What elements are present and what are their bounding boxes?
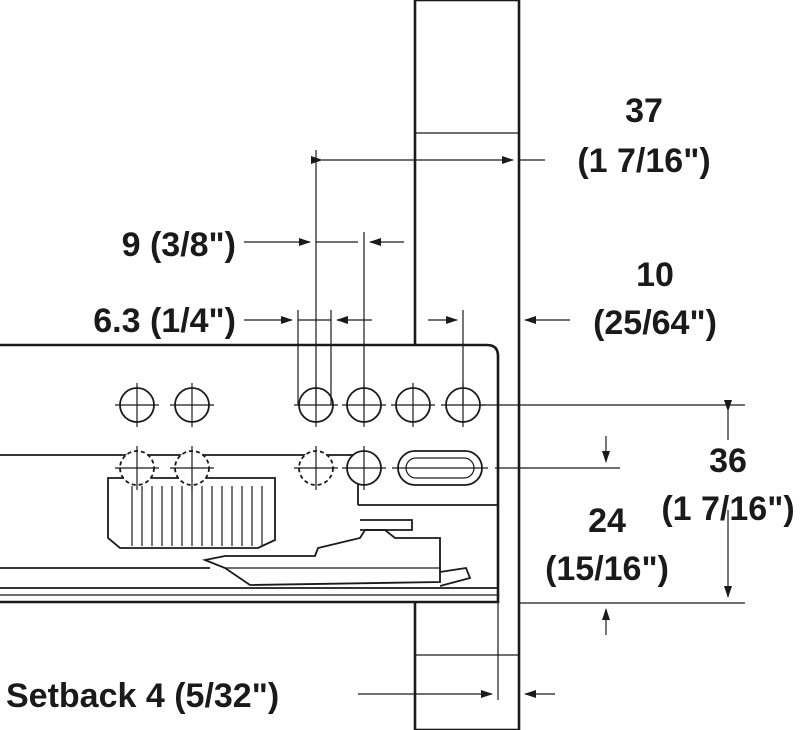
hole-row1-1 [115, 383, 159, 427]
dim-36-value: 36 [709, 442, 747, 480]
hole-row2-3 [294, 446, 338, 490]
dim-9-label: 9 (3/8") [122, 226, 236, 264]
dim-10-imperial: (25/64") [593, 304, 717, 342]
slot-hole [392, 450, 488, 486]
hole-row1-2 [170, 383, 214, 427]
locking-device [107, 477, 276, 549]
dim-10-value: 10 [636, 256, 674, 294]
dim-24-value: 24 [588, 502, 626, 540]
hole-row2-1 [115, 446, 159, 490]
hole-row2-2 [170, 446, 214, 490]
dim-37-imperial: (1 7/16") [577, 142, 710, 180]
dim-24-imperial: (15/16") [545, 550, 669, 588]
setback-label: Setback 4 (5/32") [6, 677, 279, 715]
dim-37-value: 37 [625, 92, 663, 130]
runner-slide [201, 519, 472, 587]
hole-row1-5 [391, 383, 435, 427]
dimension-lines [244, 140, 745, 700]
dim-6-3-label: 6.3 (1/4") [93, 302, 236, 340]
dimension-labels: 37 (1 7/16") 9 (3/8") 6.3 (1/4") 10 (25/… [6, 92, 795, 715]
hole-row2-4 [342, 446, 386, 490]
mounting-holes [115, 383, 485, 490]
dim-36-imperial: (1 7/16") [661, 490, 794, 528]
